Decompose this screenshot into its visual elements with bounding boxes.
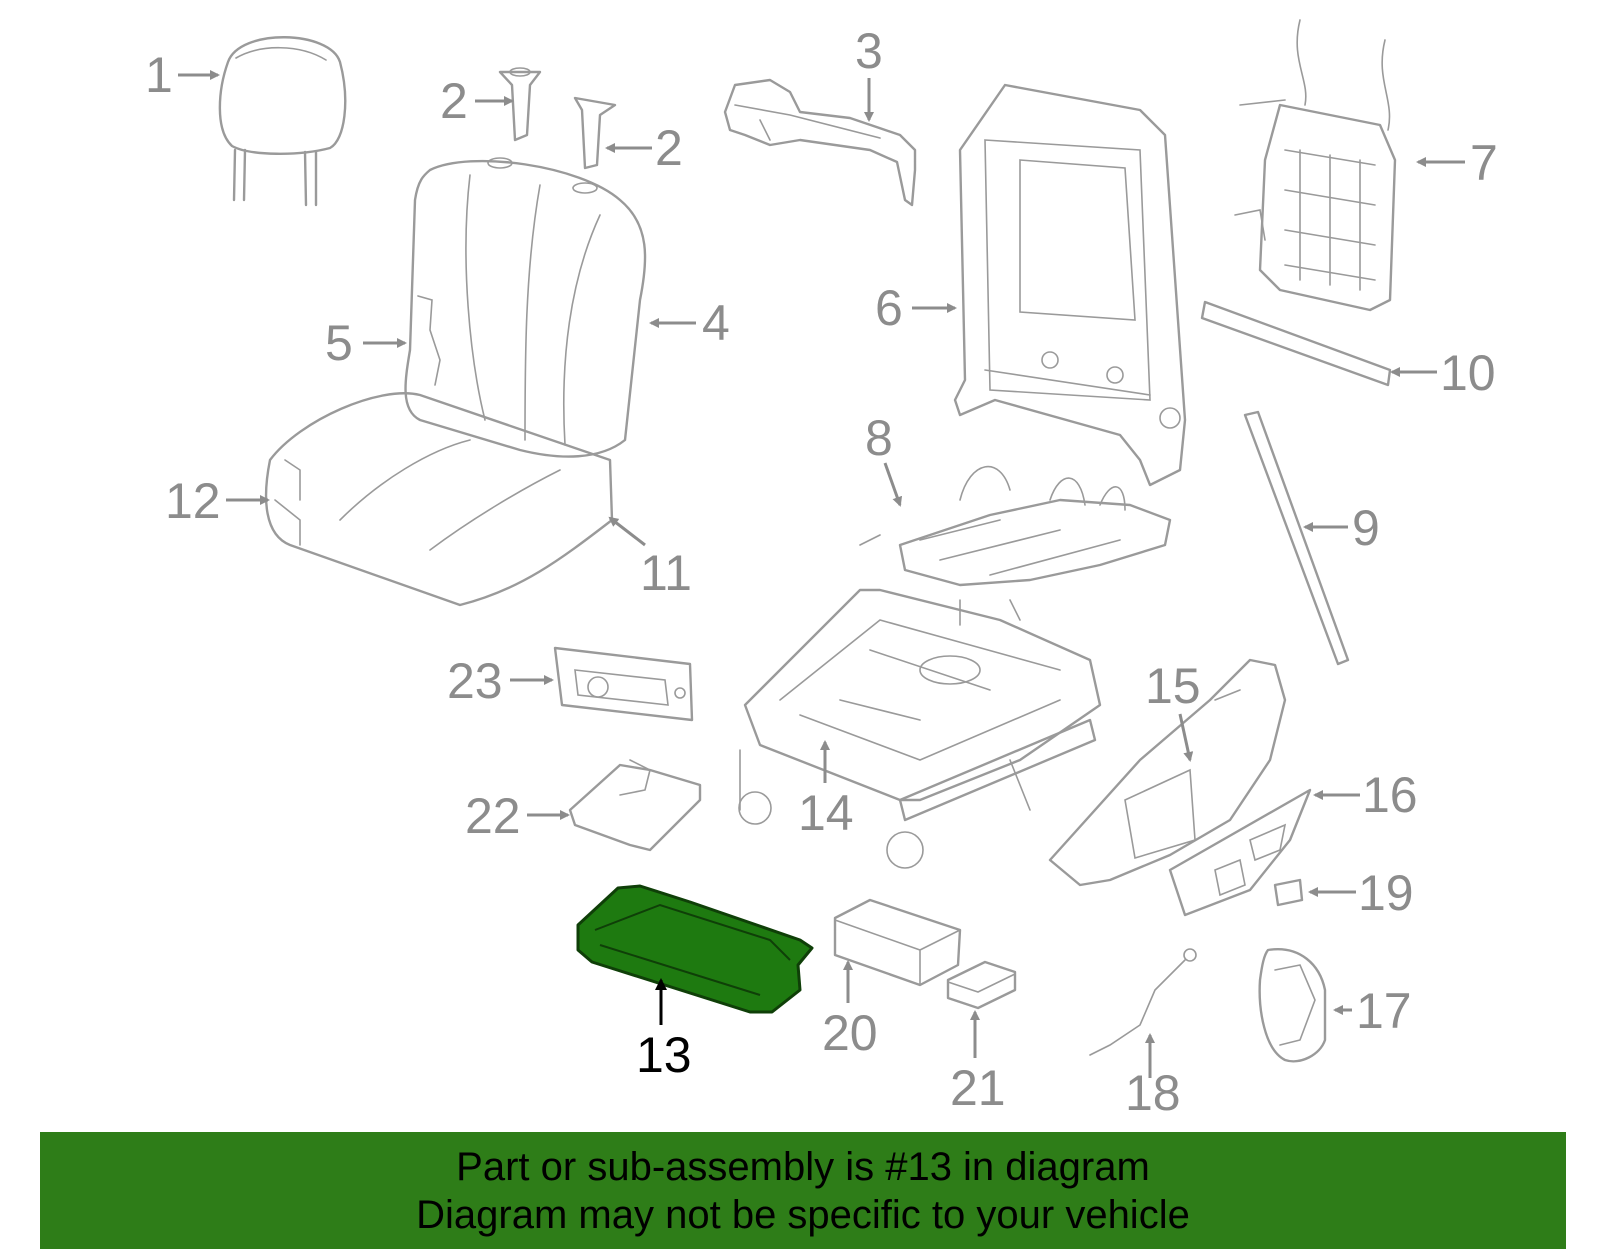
part-20-module	[833, 898, 962, 987]
info-banner: Part or sub-assembly is #13 in diagram D…	[40, 1132, 1566, 1249]
part-9-strip	[1243, 410, 1350, 666]
part-8-suspension	[859, 465, 1172, 626]
callout-21: 21	[950, 1060, 1006, 1116]
callout-2-right: 2	[655, 120, 683, 176]
callout-19: 19	[1358, 865, 1414, 921]
callout-15: 15	[1145, 658, 1201, 714]
callout-14: 14	[798, 785, 854, 841]
part-14-seat-track	[738, 588, 1102, 869]
callout-4: 4	[702, 295, 730, 351]
callout-23: 23	[447, 653, 503, 709]
part-7-lumbar-support	[1234, 19, 1397, 312]
banner-line-disclaimer: Diagram may not be specific to your vehi…	[416, 1192, 1190, 1237]
part-21-module	[946, 960, 1017, 1010]
part-2-headrest-guide-right	[573, 96, 617, 170]
part-16-switch-panel	[1168, 788, 1312, 917]
callout-2-left: 2	[440, 73, 468, 129]
banner-line-part: Part or sub-assembly is #13 in diagram	[456, 1144, 1150, 1189]
callout-13: 13	[636, 1027, 692, 1083]
callout-5: 5	[325, 315, 353, 371]
callout-leaders	[178, 70, 1465, 1078]
part-4-seatback-cover	[404, 157, 647, 458]
part-11-seat-cushion	[264, 392, 614, 607]
part-23-switch-bezel	[553, 646, 694, 722]
callout-18: 18	[1125, 1065, 1181, 1121]
callout-22: 22	[465, 788, 521, 844]
callout-16: 16	[1362, 767, 1418, 823]
part-10-rod	[1200, 300, 1392, 387]
callout-1: 1	[145, 47, 173, 103]
callout-9: 9	[1352, 500, 1380, 556]
callout-11: 11	[640, 545, 692, 601]
callout-20: 20	[822, 1005, 878, 1061]
part-17-recliner-cover	[1258, 948, 1327, 1063]
part-1-headrest	[218, 36, 347, 207]
part-18-cable	[1089, 948, 1197, 1056]
part-15-side-shield	[1048, 658, 1287, 887]
part-13-highlighted	[576, 884, 814, 1014]
part-2-headrest-guide-left	[498, 67, 542, 142]
callout-8: 8	[865, 410, 893, 466]
callout-10: 10	[1440, 345, 1496, 401]
part-3-bracket	[723, 78, 917, 207]
part-19-clip	[1273, 878, 1304, 907]
part-6-seatback-frame	[953, 83, 1187, 487]
callout-17: 17	[1356, 983, 1412, 1039]
callout-numbers: 1 2 2 3 4 5 6 7 8 9 10 11 12 13 14 15 16…	[145, 23, 1498, 1121]
callout-7: 7	[1470, 135, 1498, 191]
part-22-bracket	[568, 759, 702, 852]
callout-3: 3	[855, 23, 883, 79]
callout-6: 6	[875, 280, 903, 336]
callout-12: 12	[165, 473, 221, 529]
